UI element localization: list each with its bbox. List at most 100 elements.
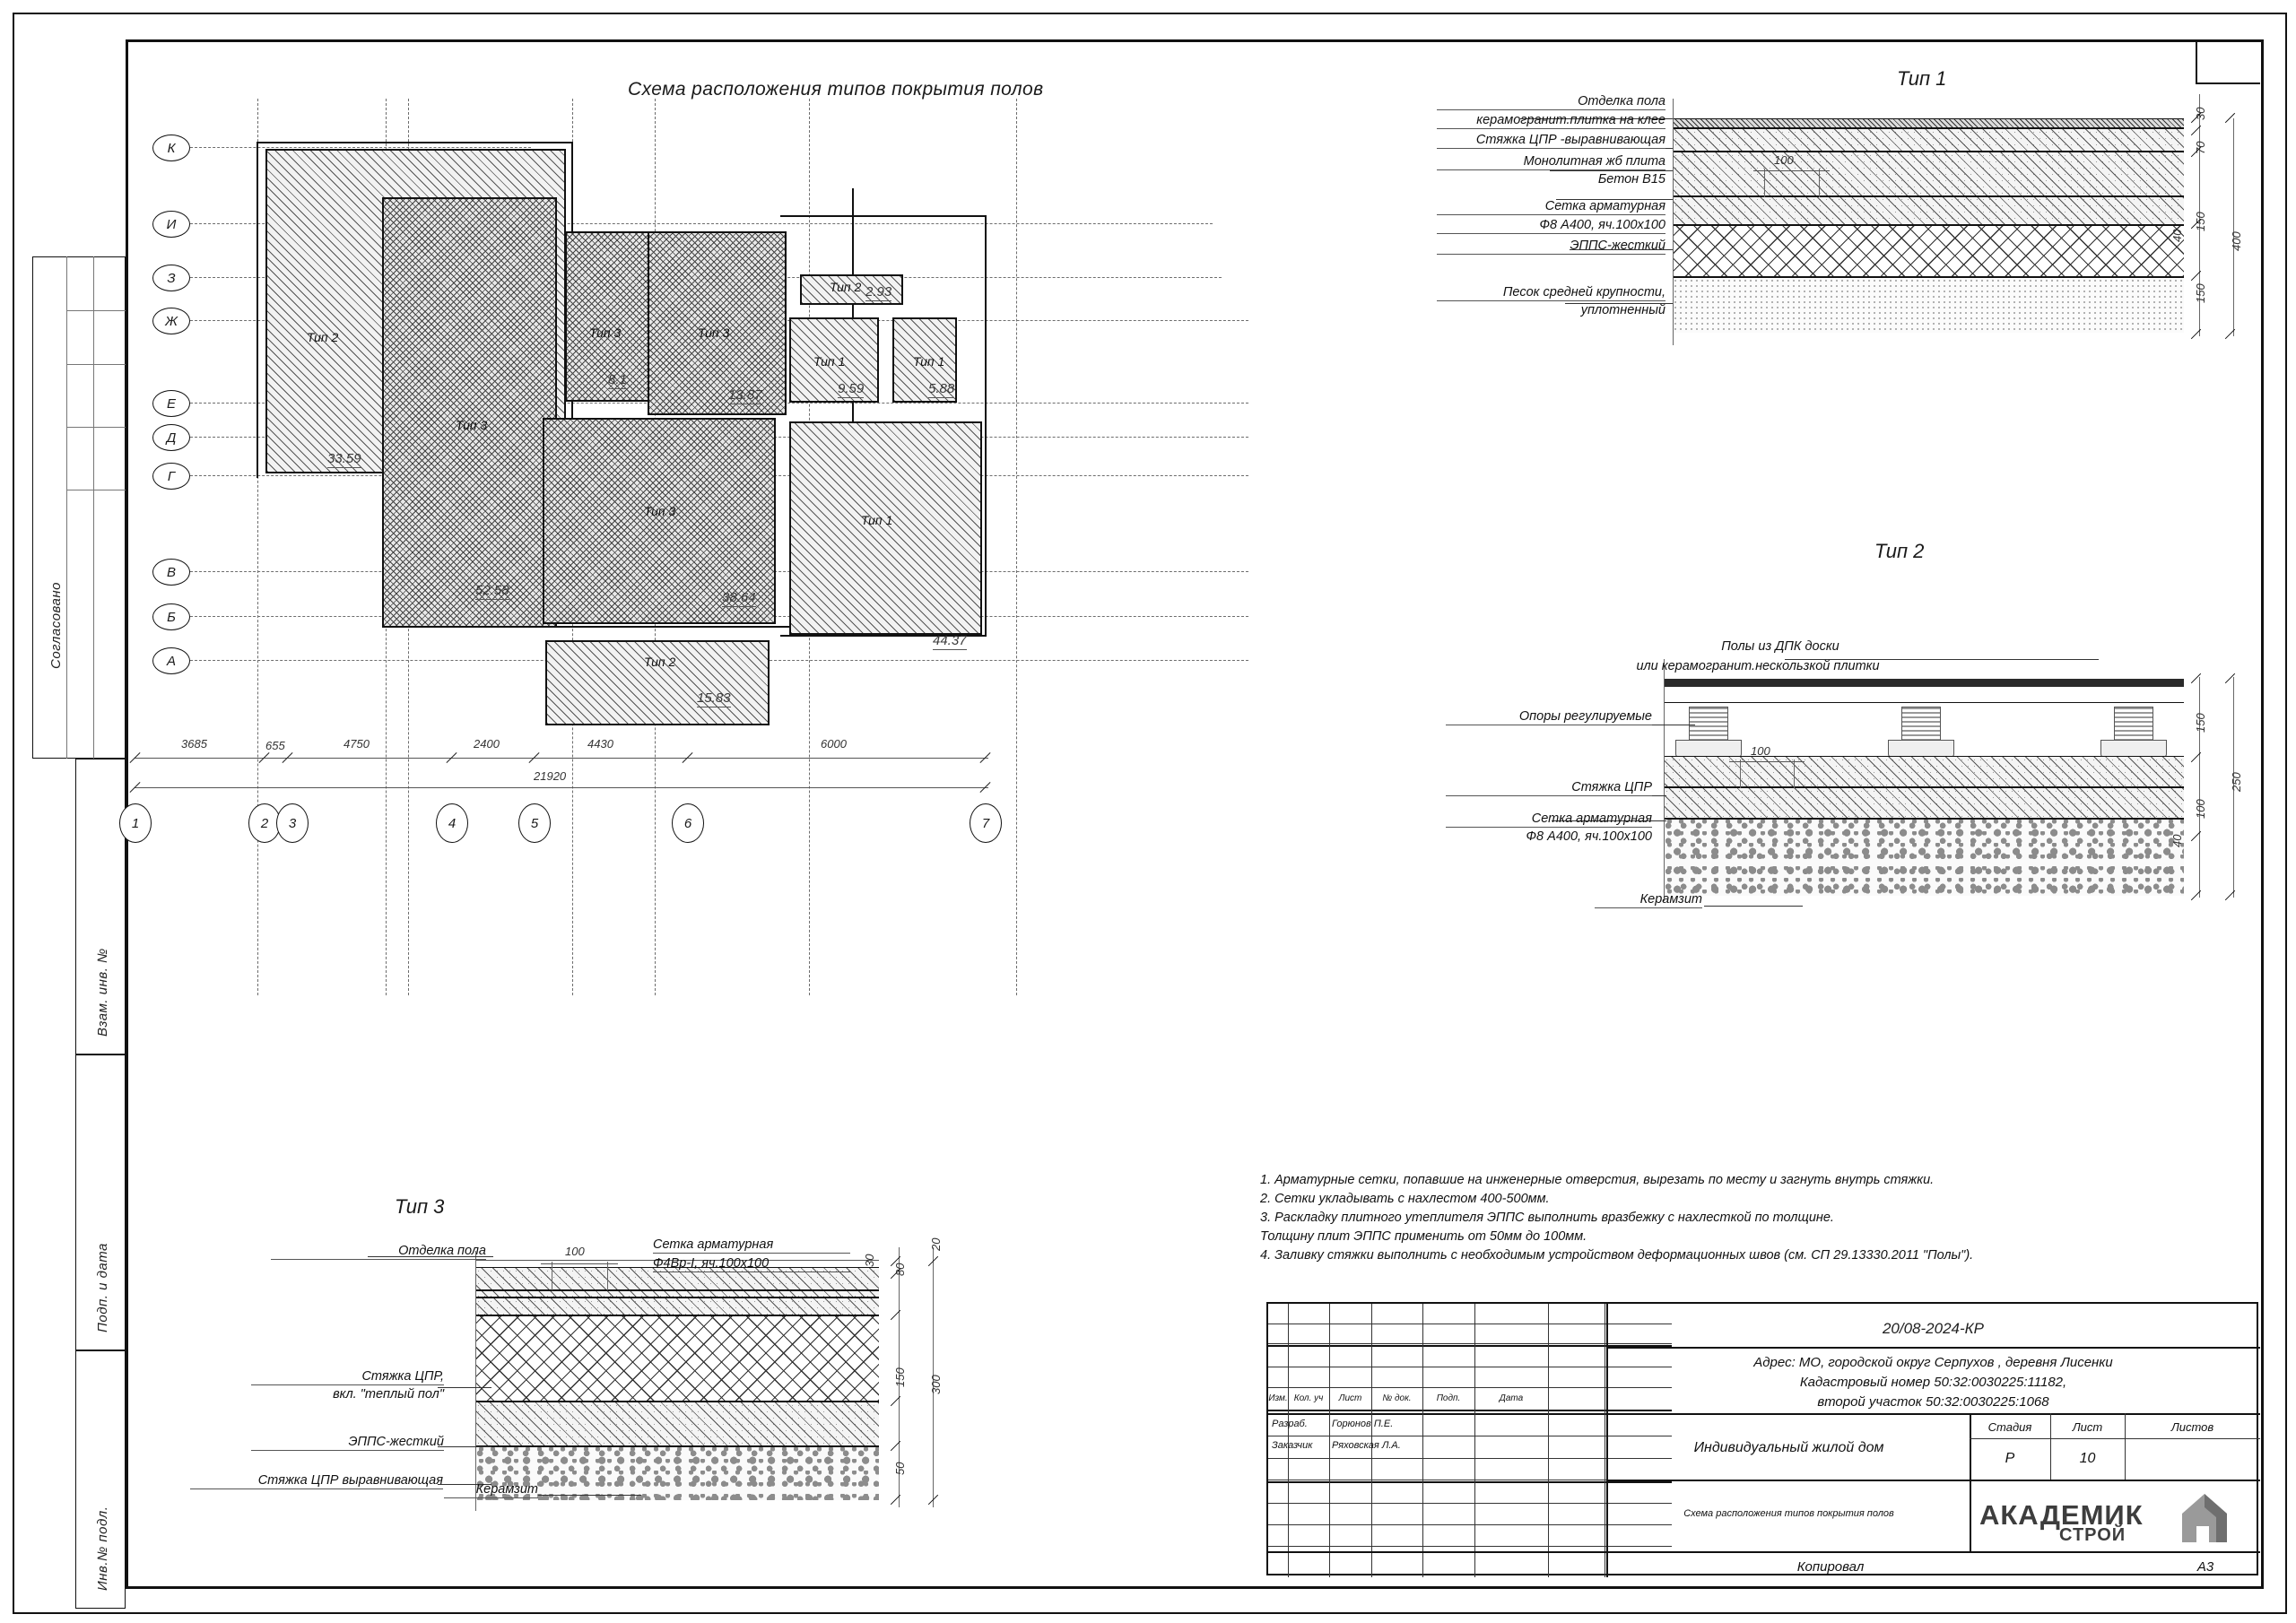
sheet-outer-frame: [13, 13, 2287, 1614]
axis-bubble-K[interactable]: К: [152, 135, 190, 161]
axis-bubble-E[interactable]: Е: [152, 390, 190, 417]
room-area: 38.64: [722, 590, 756, 607]
tb-rule: [1268, 1343, 1672, 1344]
plan-title: Схема расположения типов покрытия полов: [628, 79, 1044, 100]
callout-label: Сетка арматурная: [1437, 199, 1665, 215]
mesh-dim-right: [1819, 169, 1820, 197]
axis-bubble-D[interactable]: Д: [152, 424, 190, 451]
axis-bubble-A[interactable]: А: [152, 647, 190, 674]
callout-label: Отделка пола: [1437, 94, 1665, 110]
detail-section-type1: Тип 1 100 Отделка пола керамогранит.плит…: [1435, 67, 2278, 493]
grid-line-1: [257, 99, 258, 995]
tb-col-major: [1970, 1413, 1971, 1480]
vzam-inv-box: [75, 759, 126, 1055]
company-logo-line2: СТРОЙ: [2059, 1525, 2126, 1545]
section-cut-line: [475, 1251, 476, 1511]
tb-drawing-name: Схема расположения типов покрытия полов: [1683, 1508, 1894, 1519]
tb-rule: [1268, 1551, 2260, 1553]
vzam-inv-label: Взам. инв. №: [95, 948, 110, 1037]
room-label: Тип 3: [456, 418, 488, 432]
axis-bubble-3[interactable]: 3: [276, 803, 309, 843]
dim-value: 40: [2170, 834, 2184, 847]
layer-eps: [1673, 225, 2184, 277]
dim-total: 300: [929, 1375, 943, 1394]
axis-bubble-6[interactable]: 6: [672, 803, 704, 843]
general-notes: 1. Арматурные сетки, попавшие на инженер…: [1260, 1171, 2157, 1265]
callout-label: Ф4Вр-I, яч.100х100: [653, 1256, 850, 1272]
callout-label: Отделка пола: [271, 1244, 486, 1260]
room-tip1-959[interactable]: [789, 317, 879, 403]
soglasovano-box: [32, 256, 126, 759]
room-tip1-4437[interactable]: [789, 421, 982, 635]
dim-value: 40: [2170, 229, 2184, 242]
axis-line-K: [190, 147, 531, 148]
detail-title-type3: Тип 3: [395, 1195, 445, 1218]
axis-bubble-2[interactable]: 2: [248, 803, 281, 843]
corner-notch: [2196, 42, 2260, 84]
stamp-divider: [66, 427, 126, 428]
detail-title-type2: Тип 2: [1874, 540, 1925, 562]
room-tip2-293[interactable]: [800, 274, 903, 305]
layer-keramzit: [1664, 819, 2184, 896]
room-tip1-588[interactable]: [892, 317, 957, 403]
callout-label: Ф8 А400, яч.100х100: [1526, 829, 1652, 844]
layer-deck-board: [1664, 679, 2184, 687]
building-outline-right: [780, 215, 987, 637]
dim-value: 20: [929, 1237, 943, 1251]
axis-bubble-I[interactable]: И: [152, 211, 190, 238]
tb-rule: [1268, 1345, 1672, 1347]
axis-bubble-B[interactable]: Б: [152, 603, 190, 630]
axis-bubble-5[interactable]: 5: [518, 803, 551, 843]
axis-bubble-7[interactable]: 7: [970, 803, 1002, 843]
tb-person: Ряховская Л.А.: [1332, 1440, 1401, 1451]
mesh-dim-value: 100: [1751, 744, 1770, 758]
room-label: Тип 1: [813, 354, 846, 369]
callout-label: ЭППС-жесткий: [1437, 239, 1665, 255]
callout-leader: [1570, 249, 1673, 250]
tb-rule: [1606, 1480, 2260, 1481]
dim-extension: [2233, 677, 2234, 898]
dimension-value: 6000: [821, 737, 847, 751]
tb-stage-value: Р: [2005, 1451, 2015, 1466]
axis-bubble-Z[interactable]: З: [152, 265, 190, 291]
room-label: Тип 1: [913, 354, 945, 369]
axis-bubble-4[interactable]: 4: [436, 803, 468, 843]
tb-person: Горюнов П.Е.: [1332, 1419, 1394, 1429]
room-tip3-3864[interactable]: [543, 418, 776, 624]
tb-role: Заказчик: [1272, 1440, 1313, 1451]
tb-role: Разраб.: [1272, 1419, 1308, 1429]
dimension-value: 4750: [344, 737, 370, 751]
tb-rule: [1268, 1481, 1672, 1483]
soglasovano-label: Согласовано: [48, 582, 64, 669]
layer-tile: [1673, 118, 2184, 128]
callout-label: Ф8 А400, яч.100х100: [1437, 218, 1665, 234]
callout-leader: [1556, 199, 1673, 200]
room-tip3-5258[interactable]: [382, 197, 557, 628]
callout-leader: [368, 1256, 493, 1257]
callout-label: Стяжка ЦПР выравнивающая: [190, 1473, 443, 1489]
layer-screed-warm: [475, 1267, 879, 1298]
dimension-value: 3685: [181, 737, 207, 751]
axis-bubble-1[interactable]: 1: [119, 803, 152, 843]
company-logo-icon: [2182, 1494, 2227, 1542]
tb-rule: [1606, 1347, 2260, 1349]
callout-label: уплотненный: [1580, 303, 1665, 317]
dim-extension: [933, 1247, 934, 1507]
room-tip3-81[interactable]: [565, 231, 650, 402]
dimension-value: 2400: [474, 737, 500, 751]
axis-bubble-ZH[interactable]: Ж: [152, 308, 190, 334]
dim-extension: [899, 1247, 900, 1507]
callout-label: Опоры регулируемые: [1446, 709, 1652, 725]
podp-data-label: Подп. и дата: [95, 1243, 110, 1332]
axis-bubble-V[interactable]: В: [152, 559, 190, 586]
building-outline-main: [405, 188, 854, 628]
callout-leader: [1565, 303, 1673, 304]
left-stamp-column: Согласовано Взам. инв. № Подп. и дата Ин…: [14, 41, 126, 1609]
room-tip2-1583[interactable]: [545, 640, 770, 725]
dimension-line-1: [135, 758, 988, 759]
title-block: Изм. Кол. уч Лист № док. Подп. Дата Разр…: [1266, 1302, 2260, 1577]
room-tip3-1387[interactable]: [648, 231, 787, 415]
tb-kopiroval: Копировал: [1796, 1559, 1865, 1575]
axis-bubble-G[interactable]: Г: [152, 463, 190, 490]
layer-screed: [1673, 128, 2184, 152]
